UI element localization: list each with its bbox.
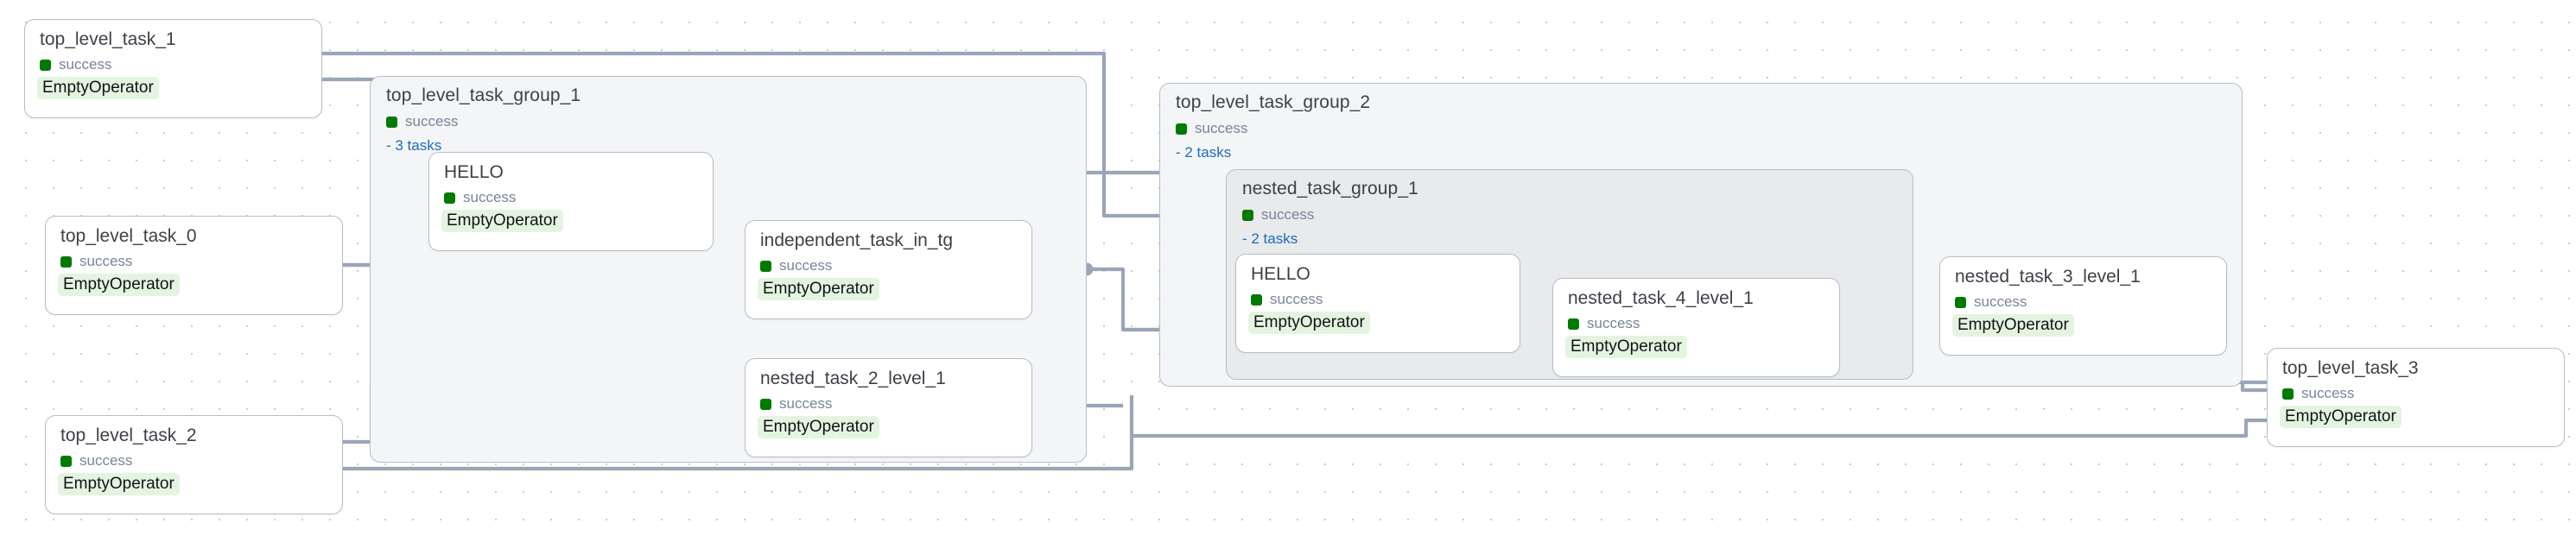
group-title: top_level_task_group_2	[1176, 92, 1371, 112]
task-node-top_level_task_2[interactable]: top_level_task_2 success EmptyOperator	[45, 415, 343, 514]
operator-badge: EmptyOperator	[1952, 314, 2074, 337]
task-node-top_level_task_0[interactable]: top_level_task_0 success EmptyOperator	[45, 216, 343, 315]
task-status-label: success	[79, 253, 133, 269]
group-status-label: success	[1261, 206, 1315, 223]
task-node-status: success	[760, 396, 832, 412]
status-square-icon	[1176, 123, 1187, 135]
task-node-title: independent_task_in_tg	[760, 230, 954, 250]
group-task-count-link[interactable]: - 2 tasks	[1176, 144, 1232, 161]
operator-badge: EmptyOperator	[758, 416, 879, 438]
operator-badge: EmptyOperator	[37, 77, 159, 99]
group-title: nested_task_group_1	[1242, 179, 1418, 199]
task-node-top_level_task_1[interactable]: top_level_task_1 success EmptyOperator	[24, 19, 322, 118]
task-node-tg1-hello[interactable]: HELLO success EmptyOperator	[428, 152, 714, 251]
operator-badge: EmptyOperator	[58, 274, 180, 296]
status-square-icon	[40, 59, 51, 71]
task-node-title: nested_task_3_level_1	[1955, 267, 2141, 287]
operator-badge: EmptyOperator	[441, 210, 563, 232]
task-node-status: success	[1955, 294, 2027, 310]
task-node-title: HELLO	[1251, 264, 1310, 284]
task-node-title: top_level_task_1	[40, 29, 176, 49]
operator-badge: EmptyOperator	[758, 278, 879, 300]
task-node-nested_task_2_level_1[interactable]: nested_task_2_level_1 success EmptyOpera…	[745, 358, 1032, 457]
task-status-label: success	[59, 56, 112, 72]
task-node-status: success	[444, 190, 516, 205]
status-square-icon	[2282, 388, 2294, 400]
task-node-independent_task_in_tg[interactable]: independent_task_in_tg success EmptyOper…	[745, 220, 1032, 319]
status-square-icon	[1955, 296, 1966, 308]
task-node-title: top_level_task_3	[2282, 358, 2419, 378]
task-node-title: HELLO	[444, 162, 504, 182]
task-node-status: success	[1251, 292, 1323, 307]
task-status-label: success	[2301, 385, 2355, 401]
status-square-icon	[760, 260, 771, 272]
group-task-count-link[interactable]: - 2 tasks	[1242, 230, 1298, 247]
operator-badge: EmptyOperator	[58, 473, 180, 495]
task-node-title: nested_task_2_level_1	[760, 369, 946, 388]
group-status-label: success	[405, 113, 459, 129]
status-square-icon	[1568, 318, 1579, 330]
task-node-status: success	[60, 254, 132, 269]
status-square-icon	[1251, 293, 1262, 306]
task-node-status: success	[1568, 316, 1640, 331]
status-square-icon	[1242, 209, 1253, 221]
status-square-icon	[760, 398, 771, 410]
operator-badge: EmptyOperator	[2280, 406, 2402, 428]
task-node-nested_task_3_level_1[interactable]: nested_task_3_level_1 success EmptyOpera…	[1939, 256, 2227, 356]
task-status-label: success	[779, 257, 833, 274]
status-square-icon	[60, 255, 72, 268]
task-status-label: success	[1974, 293, 2027, 310]
group-status: success	[386, 114, 581, 129]
task-node-status: success	[60, 453, 132, 469]
task-node-title: nested_task_4_level_1	[1568, 288, 1754, 308]
task-status-label: success	[1587, 315, 1640, 331]
task-status-label: success	[463, 189, 517, 205]
status-square-icon	[444, 192, 455, 204]
operator-badge: EmptyOperator	[1248, 312, 1370, 334]
task-node-title: top_level_task_0	[60, 226, 197, 246]
group-status: success	[1242, 207, 1418, 223]
status-square-icon	[386, 116, 397, 128]
status-square-icon	[60, 455, 72, 467]
task-node-nested_task_4_level_1[interactable]: nested_task_4_level_1 success EmptyOpera…	[1552, 278, 1840, 377]
task-node-status: success	[40, 57, 111, 72]
task-node-top_level_task_3[interactable]: top_level_task_3 success EmptyOperator	[2267, 348, 2565, 447]
group-title: top_level_task_group_1	[386, 85, 581, 105]
task-node-status: success	[760, 258, 832, 274]
task-status-label: success	[1270, 291, 1323, 307]
task-node-status: success	[2282, 386, 2354, 401]
group-status-label: success	[1195, 120, 1248, 136]
task-node-tg2-hello[interactable]: HELLO success EmptyOperator	[1235, 254, 1520, 353]
task-node-title: top_level_task_2	[60, 425, 197, 445]
task-status-label: success	[779, 395, 833, 412]
group-status: success	[1176, 121, 1370, 136]
operator-badge: EmptyOperator	[1565, 336, 1687, 358]
task-status-label: success	[79, 452, 133, 469]
